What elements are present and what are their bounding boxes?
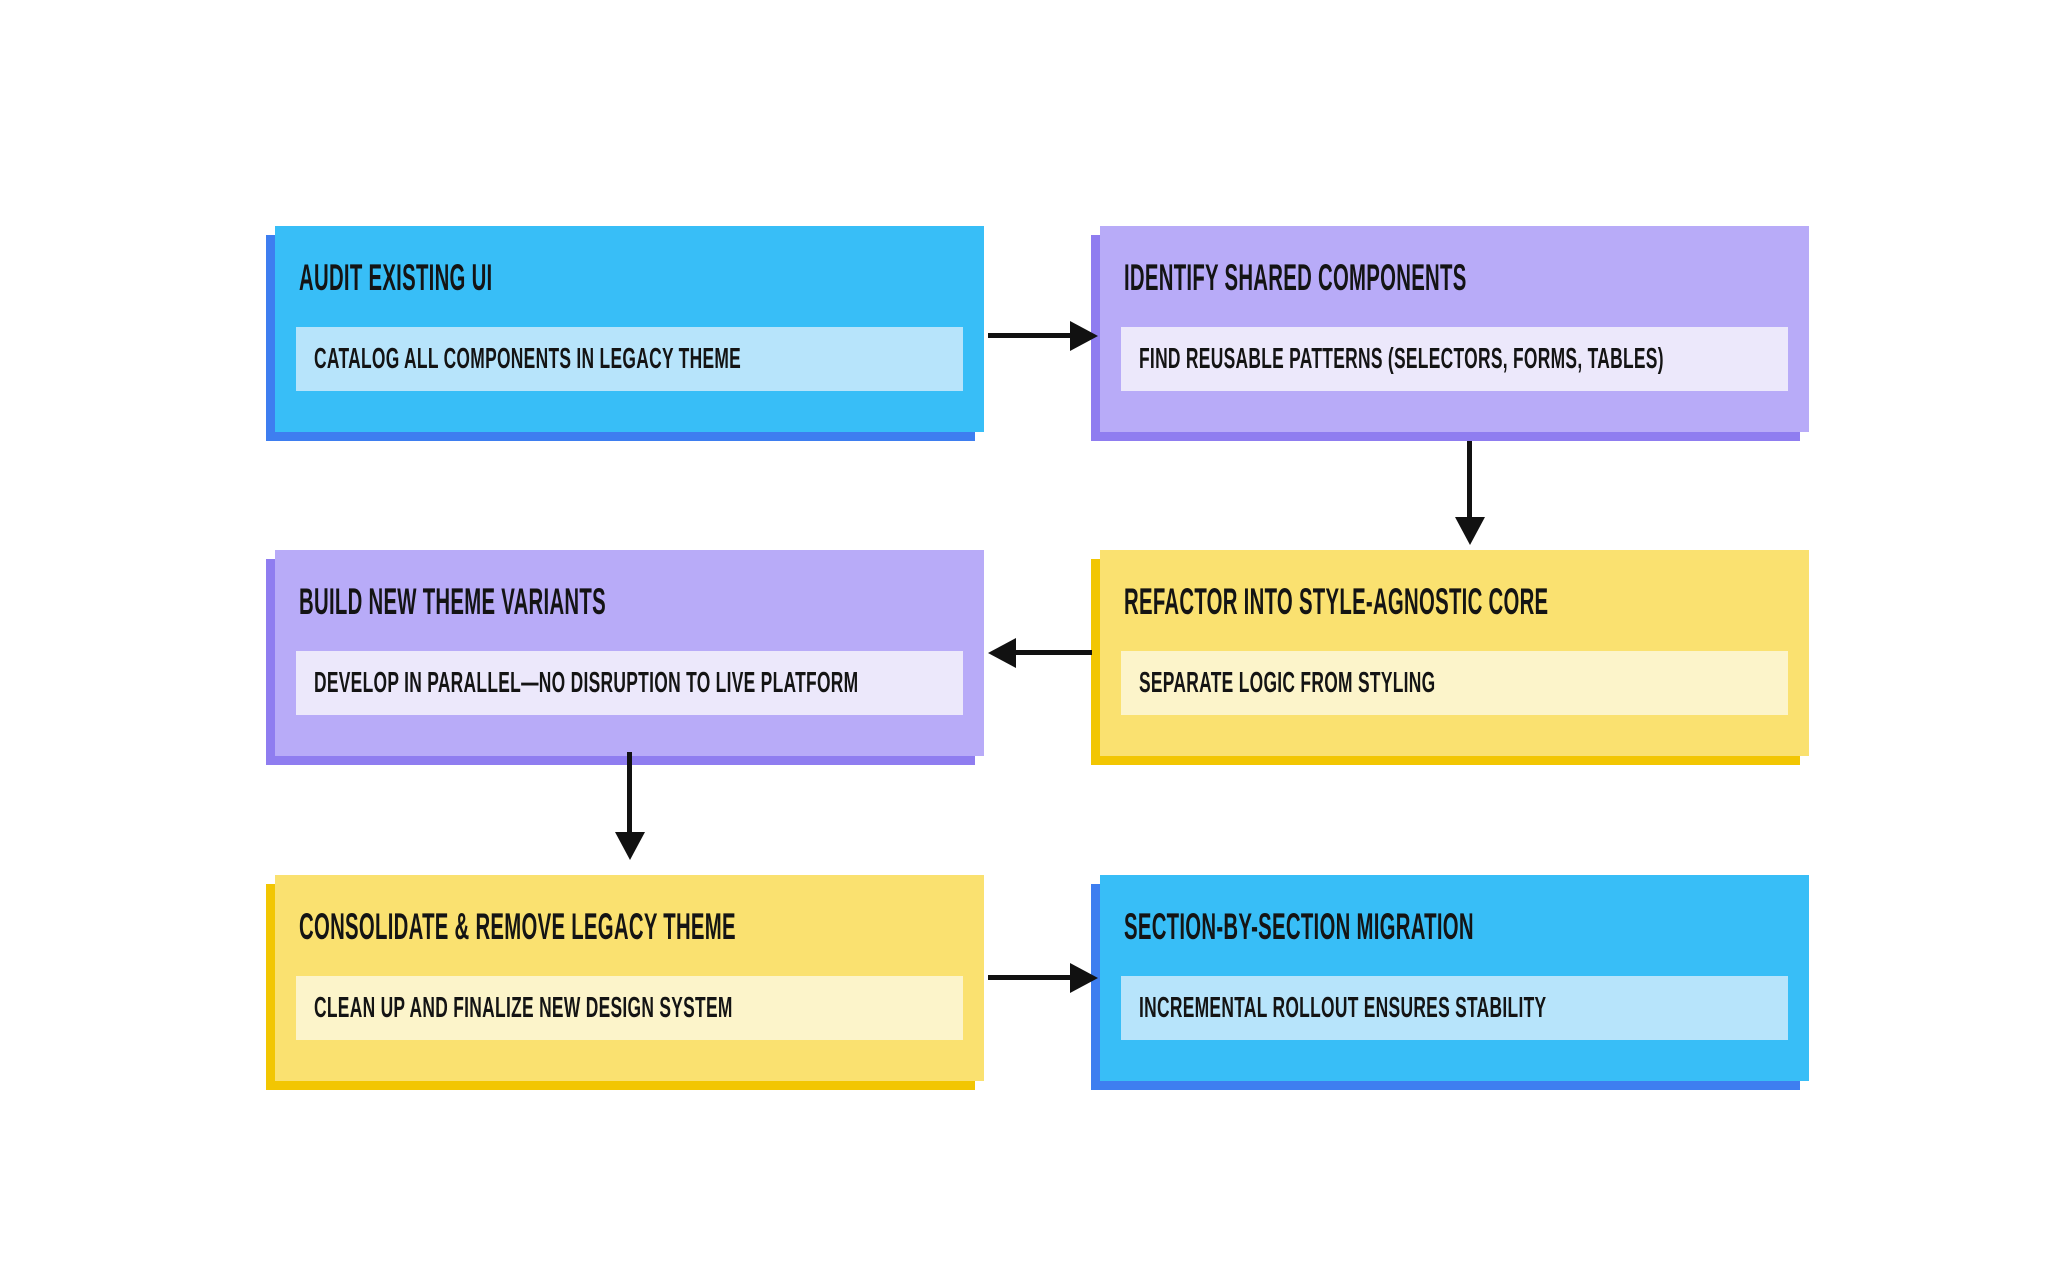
node-title-text: BUILD NEW THEME VARIANTS <box>299 581 606 622</box>
node-subtitle-text: SEPARATE LOGIC FROM STYLING <box>1139 666 1436 699</box>
node-subtitle-text: CATALOG ALL COMPONENTS IN LEGACY THEME <box>314 342 742 375</box>
node-title: AUDIT EXISTING UI <box>299 256 651 300</box>
node-title-text: IDENTIFY SHARED COMPONENTS <box>1124 257 1467 298</box>
node-subtitle-text: FIND REUSABLE PATTERNS (SELECTORS, FORMS… <box>1139 342 1664 375</box>
node-title-text: REFACTOR INTO STYLE-AGNOSTIC CORE <box>1124 581 1549 622</box>
node-title-text: SECTION-BY-SECTION MIGRATION <box>1124 906 1474 947</box>
flow-node-refactor-into-style-agnostic-core: REFACTOR INTO STYLE-AGNOSTIC CORE SEPARA… <box>1100 550 1809 756</box>
node-subtitle-card: INCREMENTAL ROLLOUT ENSURES STABILITY <box>1121 976 1788 1040</box>
node-title: IDENTIFY SHARED COMPONENTS <box>1124 256 1747 300</box>
node-title-text: CONSOLIDATE & REMOVE LEGACY THEME <box>299 906 736 947</box>
flow-node-section-by-section-migration: SECTION-BY-SECTION MIGRATION INCREMENTAL… <box>1100 875 1809 1081</box>
node-subtitle-card: CLEAN UP AND FINALIZE NEW DESIGN SYSTEM <box>296 976 963 1040</box>
node-subtitle-text: CLEAN UP AND FINALIZE NEW DESIGN SYSTEM <box>314 991 733 1024</box>
node-title: CONSOLIDATE & REMOVE LEGACY THEME <box>299 905 1093 949</box>
node-subtitle-card: SEPARATE LOGIC FROM STYLING <box>1121 651 1788 715</box>
flow-node-identify-shared-components: IDENTIFY SHARED COMPONENTS FIND REUSABLE… <box>1100 226 1809 432</box>
node-subtitle-card: CATALOG ALL COMPONENTS IN LEGACY THEME <box>296 327 963 391</box>
node-subtitle-card: FIND REUSABLE PATTERNS (SELECTORS, FORMS… <box>1121 327 1788 391</box>
node-subtitle-card: DEVELOP IN PARALLEL—NO DISRUPTION TO LIV… <box>296 651 963 715</box>
node-subtitle-text: DEVELOP IN PARALLEL—NO DISRUPTION TO LIV… <box>314 666 859 699</box>
flow-node-consolidate-and-remove-legacy-theme: CONSOLIDATE & REMOVE LEGACY THEME CLEAN … <box>275 875 984 1081</box>
node-title-text: AUDIT EXISTING UI <box>299 257 493 298</box>
node-subtitle-text: INCREMENTAL ROLLOUT ENSURES STABILITY <box>1139 991 1547 1024</box>
node-title: SECTION-BY-SECTION MIGRATION <box>1124 905 1760 949</box>
flow-node-build-new-theme-variants: BUILD NEW THEME VARIANTS DEVELOP IN PARA… <box>275 550 984 756</box>
node-title: REFACTOR INTO STYLE-AGNOSTIC CORE <box>1124 580 1896 624</box>
node-title: BUILD NEW THEME VARIANTS <box>299 580 857 624</box>
flow-node-audit-existing-ui: AUDIT EXISTING UI CATALOG ALL COMPONENTS… <box>275 226 984 432</box>
